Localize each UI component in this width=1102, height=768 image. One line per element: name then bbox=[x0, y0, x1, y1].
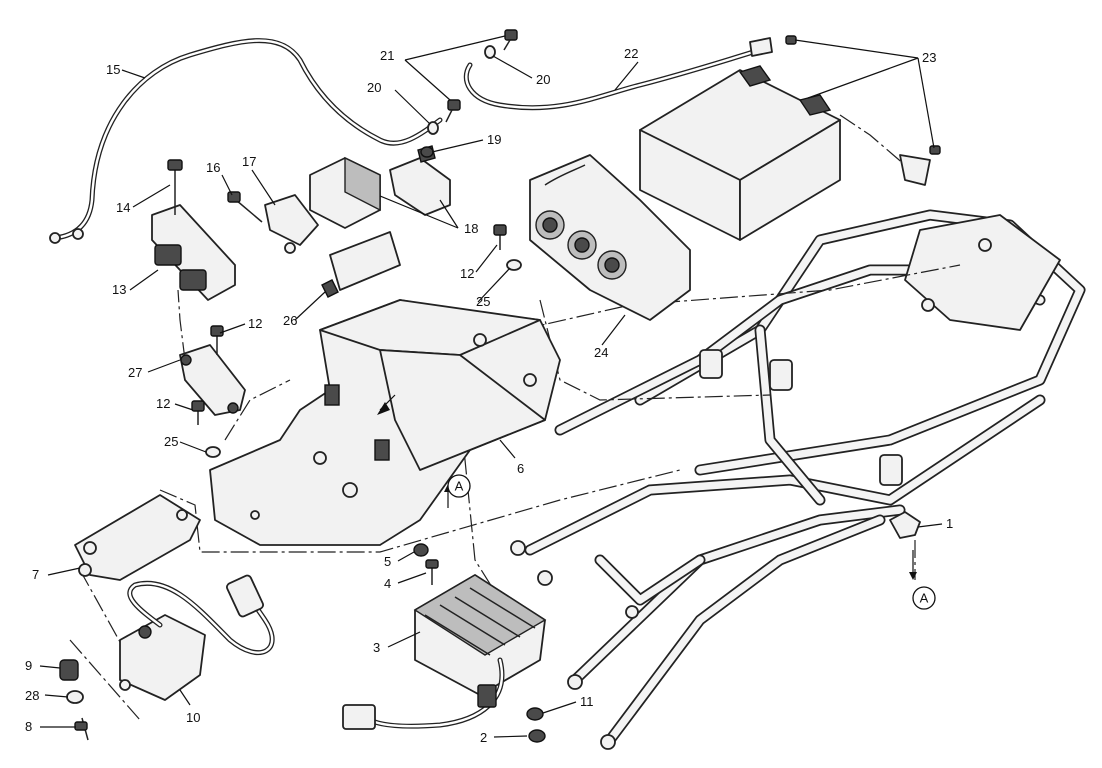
bracket-27 bbox=[179, 344, 246, 416]
callout-12-bracket: 12 bbox=[248, 316, 262, 331]
sensor-10 bbox=[119, 574, 275, 701]
callout-20-left: 20 bbox=[367, 80, 381, 95]
battery-cable-22 bbox=[463, 37, 773, 111]
callout-19: 19 bbox=[487, 132, 501, 147]
callout-14: 14 bbox=[116, 200, 130, 215]
electrical-box-6 bbox=[209, 299, 561, 546]
callout-10: 10 bbox=[186, 710, 200, 725]
callout-8: 8 bbox=[25, 719, 32, 734]
reference-mark-a-center: A bbox=[447, 474, 471, 498]
callout-leaders bbox=[39, 35, 943, 738]
callout-16: 16 bbox=[206, 160, 220, 175]
callout-20-right: 20 bbox=[536, 72, 550, 87]
bracket-7 bbox=[74, 494, 201, 581]
plate-26 bbox=[321, 231, 401, 298]
callout-18: 18 bbox=[464, 221, 478, 236]
callout-13: 13 bbox=[112, 282, 126, 297]
callout-12-holder: 12 bbox=[460, 266, 474, 281]
rear-subframe bbox=[510, 209, 1086, 750]
callout-26: 26 bbox=[283, 313, 297, 328]
callout-7: 7 bbox=[32, 567, 39, 582]
callout-25-tray: 25 bbox=[164, 434, 178, 449]
callout-6: 6 bbox=[517, 461, 524, 476]
voltage-regulator-3 bbox=[342, 574, 547, 730]
ground-cable-15 bbox=[49, 38, 443, 244]
reference-mark-label: A bbox=[455, 479, 464, 494]
callout-27: 27 bbox=[128, 365, 142, 380]
callout-1: 1 bbox=[946, 516, 953, 531]
callout-2: 2 bbox=[480, 730, 487, 745]
battery-holder-24 bbox=[529, 154, 691, 321]
callout-25-holder: 25 bbox=[476, 294, 490, 309]
callout-5: 5 bbox=[384, 554, 391, 569]
callout-24: 24 bbox=[594, 345, 608, 360]
fasteners bbox=[59, 29, 941, 743]
callout-numbers: 1 2 3 4 5 6 7 8 9 10 11 12 12 12 13 14 1… bbox=[25, 46, 953, 745]
callout-3: 3 bbox=[373, 640, 380, 655]
callout-12-tray: 12 bbox=[156, 396, 170, 411]
callout-15: 15 bbox=[106, 62, 120, 77]
control-unit-13 bbox=[151, 204, 236, 301]
callout-21: 21 bbox=[380, 48, 394, 63]
callout-4: 4 bbox=[384, 576, 391, 591]
callout-9: 9 bbox=[25, 658, 32, 673]
callout-22: 22 bbox=[624, 46, 638, 61]
callout-28: 28 bbox=[25, 688, 39, 703]
reference-mark-label: A bbox=[920, 591, 929, 606]
starter-relay-18 bbox=[309, 145, 451, 229]
callout-17: 17 bbox=[242, 154, 256, 169]
bracket-17 bbox=[264, 194, 319, 254]
battery-23 bbox=[639, 65, 931, 241]
callout-23: 23 bbox=[922, 50, 936, 65]
assembly-center-lines bbox=[69, 114, 961, 721]
callout-11: 11 bbox=[580, 694, 594, 709]
reference-mark-a-right: A bbox=[912, 586, 936, 610]
